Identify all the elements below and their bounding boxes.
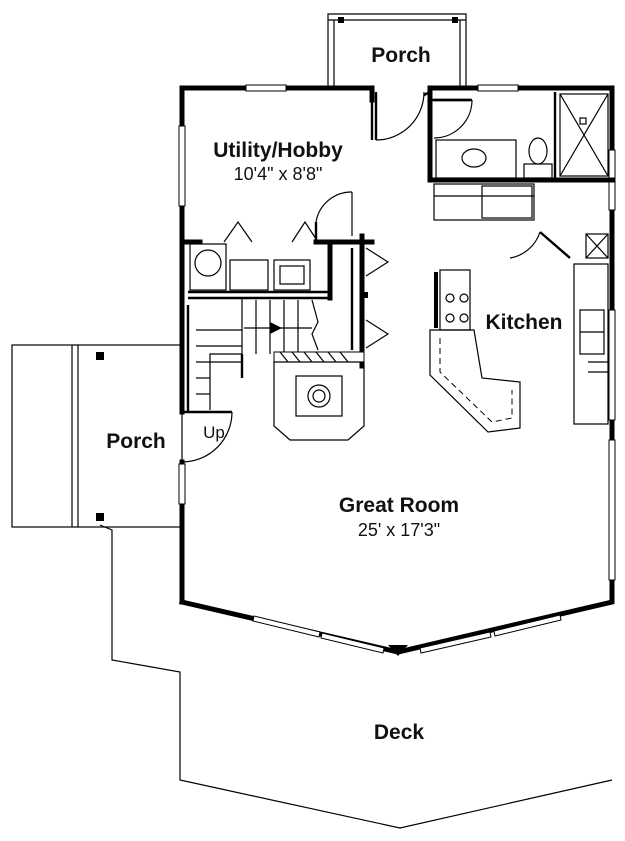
bathroom-fixtures bbox=[435, 93, 609, 179]
interior-walls bbox=[179, 85, 615, 412]
porch-left bbox=[11, 344, 183, 528]
porch-top-label: Porch bbox=[371, 44, 431, 67]
kitchen-label: Kitchen bbox=[485, 311, 562, 334]
porch-left-label: Porch bbox=[106, 430, 166, 453]
porch-top bbox=[327, 13, 467, 86]
fireplace bbox=[273, 351, 365, 441]
utility-fixtures bbox=[189, 243, 311, 291]
doors bbox=[181, 90, 571, 463]
exterior-walls bbox=[178, 84, 616, 656]
stairs bbox=[196, 298, 319, 410]
utility-size: 10'4" x 8'8" bbox=[234, 164, 323, 184]
kitchen-fixtures bbox=[429, 183, 609, 433]
great-room-label: Great Room bbox=[339, 494, 459, 517]
great-room-size: 25' x 17'3" bbox=[358, 520, 440, 540]
utility-label: Utility/Hobby bbox=[213, 139, 343, 162]
deck bbox=[99, 524, 613, 829]
deck-label: Deck bbox=[374, 721, 425, 744]
stair-up-label: Up bbox=[203, 423, 225, 442]
